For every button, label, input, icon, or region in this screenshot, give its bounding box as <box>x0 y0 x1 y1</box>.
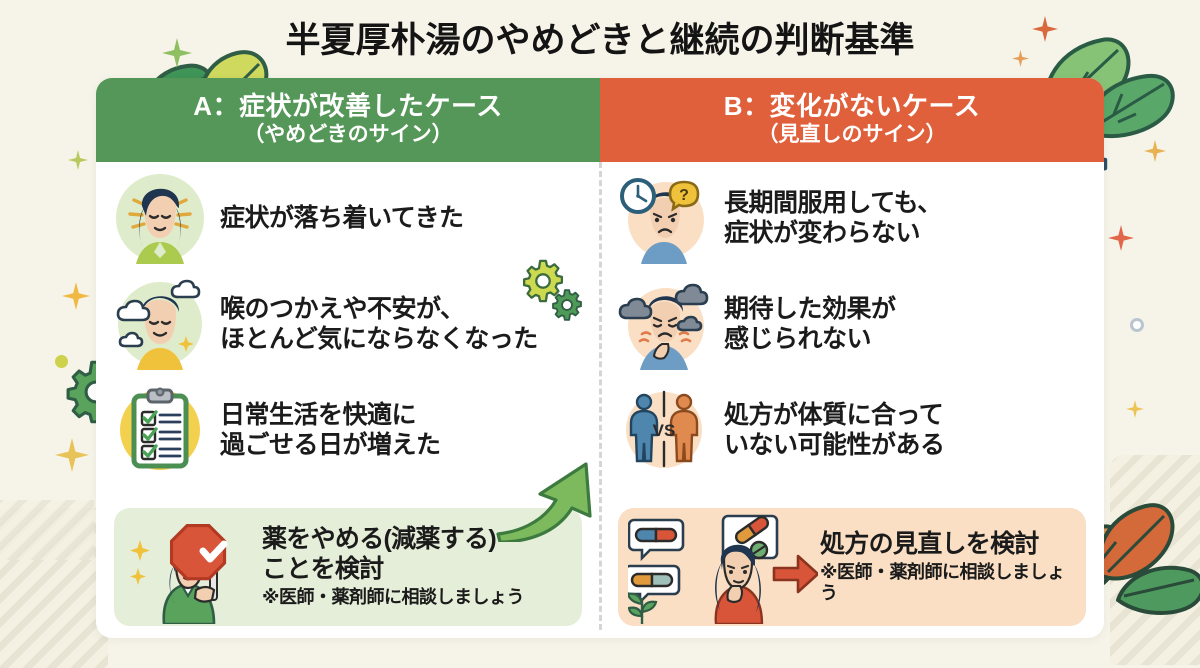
column-a-header-line1: A：症状が改善したケース <box>193 91 503 122</box>
callout-a: 薬をやめる(減薬する) ことを検討 ※医師・薬剤師に相談しましょう <box>114 508 582 626</box>
sad-man-clouds-throat-icon <box>618 278 710 370</box>
callout-b: 処方の見直しを検討 ※医師・薬剤師に相談しましょう <box>618 508 1086 626</box>
callout-a-text: 薬をやめる(減薬する) ことを検討 ※医師・薬剤師に相談しましょう <box>262 525 525 608</box>
list-item-line: いない可能性がある <box>724 431 945 459</box>
stripe-block-bottom-left <box>0 508 108 668</box>
list-item-line: 日常生活を快適に <box>220 400 417 429</box>
dot-decoration <box>1130 318 1144 332</box>
list-item-text: 症状が落ち着いてきた <box>220 203 464 234</box>
two-people-vs-icon: VS <box>618 384 710 476</box>
list-item-line: 症状が落ち着いてきた <box>220 203 464 232</box>
list-item-line: 過ごせる日が増えた <box>220 431 441 459</box>
list-item-line: 処方が体質に合って <box>724 400 944 429</box>
stripe-block-bottom-right <box>1110 455 1200 665</box>
list-item-text: 喉のつかえや不安が、 ほとんど気にならなくなった <box>220 294 538 355</box>
relieved-person-clouds-icon <box>114 278 206 370</box>
list-item-line: 喉のつかえや不安が、 <box>220 294 465 323</box>
list-item: 日常生活を快適に 過ごせる日が増えた <box>96 378 600 482</box>
sparkle-icon <box>1108 225 1134 251</box>
column-b-header: B：変化がないケース （見直しのサイン） <box>600 78 1104 162</box>
list-item: 期待した効果が 感じられない <box>600 272 1104 376</box>
svg-text:?: ? <box>679 187 689 204</box>
sparkle-icon <box>55 438 89 472</box>
dot-decoration <box>55 355 68 368</box>
column-b: B：変化がないケース （見直しのサイン） <box>600 78 1104 638</box>
column-a: A：症状が改善したケース （やめどきのサイン） <box>96 78 600 638</box>
list-item: ? 長期間服用しても、 症状が変わらない <box>600 166 1104 270</box>
page-title: 半夏厚朴湯のやめどきと継続の判断基準 <box>285 21 915 60</box>
callout-note: ※医師・薬剤師に相談しましょう <box>262 587 525 608</box>
clock-confused-man-icon: ? <box>618 172 710 264</box>
list-item-text: 処方が体質に合って いない可能性がある <box>724 400 945 461</box>
callout-line: 処方の見直しを検討 <box>820 529 1039 558</box>
list-item: 喉のつかえや不安が、 ほとんど気にならなくなった <box>96 272 600 376</box>
callout-note: ※医師・薬剤師に相談しましょう <box>820 562 1065 604</box>
svg-text:VS: VS <box>653 421 676 440</box>
column-b-header-line2: （見直しのサイン） <box>757 123 947 147</box>
thinking-woman-pills-arrow-icon <box>623 512 820 626</box>
checklist-clipboard-icon <box>114 384 206 476</box>
callout-line: ことを検討 <box>262 554 384 583</box>
column-b-items: ? 長期間服用しても、 症状が変わらない <box>600 162 1104 638</box>
list-item-line: 症状が変わらない <box>724 219 921 247</box>
calm-woman-icon <box>114 172 206 264</box>
list-item-text: 日常生活を快適に 過ごせる日が増えた <box>220 400 441 461</box>
woman-holding-stop-check-sign-icon <box>124 512 254 626</box>
column-a-header-line2: （やめどきのサイン） <box>243 123 453 147</box>
comparison-card: A：症状が改善したケース （やめどきのサイン） <box>96 78 1104 638</box>
list-item-text: 期待した効果が 感じられない <box>724 294 896 355</box>
stripe-block-left-edge <box>0 500 94 560</box>
list-item: VS 処方が体質に合って いない可能性がある <box>600 378 1104 482</box>
callout-line: 薬をやめる(減薬する) <box>262 525 497 554</box>
list-item-line: 期待した効果が <box>724 294 896 323</box>
list-item-line: ほとんど気にならなくなった <box>220 325 538 353</box>
column-b-header-line1: B：変化がないケース <box>723 91 981 122</box>
sparkle-icon <box>1144 140 1166 162</box>
column-divider <box>599 162 602 630</box>
sparkle-icon <box>1126 400 1144 418</box>
list-item-line: 感じられない <box>724 325 872 353</box>
sparkle-icon <box>62 282 90 310</box>
sparkle-icon <box>68 150 88 170</box>
callout-b-text: 処方の見直しを検討 ※医師・薬剤師に相談しましょう <box>820 530 1076 605</box>
curved-arrow-up-icon <box>496 462 592 542</box>
list-item: 症状が落ち着いてきた <box>96 166 600 270</box>
list-item-text: 長期間服用しても、 症状が変わらない <box>724 188 942 249</box>
column-a-items: 症状が落ち着いてきた <box>96 162 600 638</box>
list-item-line: 長期間服用しても、 <box>724 188 942 217</box>
column-a-header: A：症状が改善したケース （やめどきのサイン） <box>96 78 600 162</box>
